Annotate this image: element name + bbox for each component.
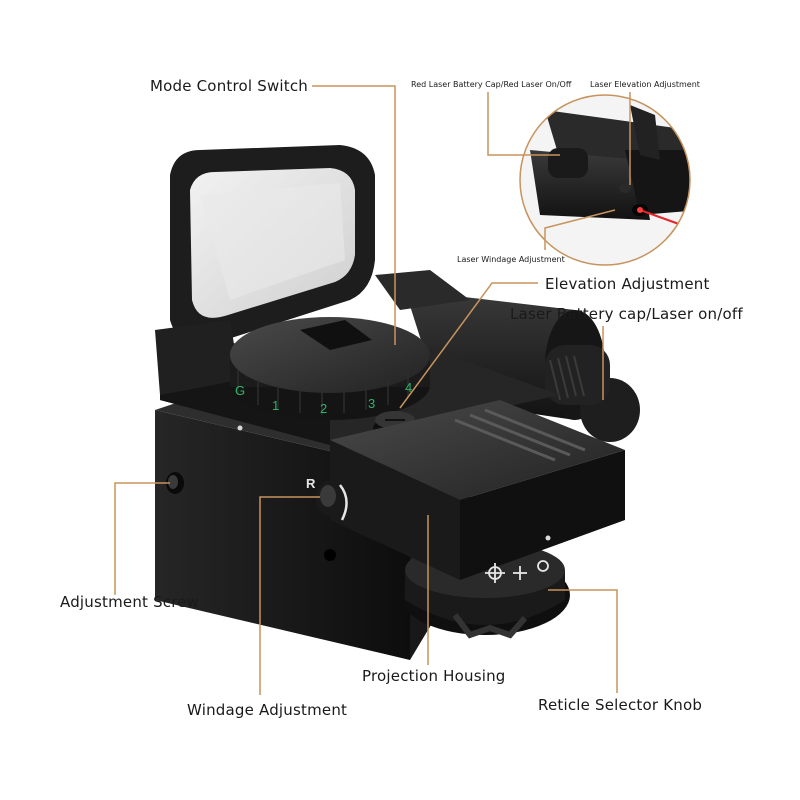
knob-letter: R [306, 476, 316, 491]
dial-number-3: 3 [368, 396, 375, 411]
dial-number-2: 2 [320, 401, 327, 416]
adjustment-screw [166, 472, 184, 494]
hood-frame [155, 145, 375, 395]
label-mode-control-switch: Mode Control Switch [150, 77, 309, 95]
dial-numbers: G 1 2 3 4 [235, 380, 412, 416]
label-elevation-adjustment: Elevation Adjustment [545, 275, 710, 293]
label-laser-elevation-adjustment: Laser Elevation Adjustment [590, 80, 700, 89]
dial-number-g: G [235, 383, 245, 398]
label-adjustment-screw: Adjustment Screw [60, 593, 200, 611]
laser-closeup-inset [519, 94, 691, 266]
windage-screw [316, 480, 348, 521]
mode-dial [230, 317, 430, 420]
dial-number-1: 1 [272, 398, 279, 413]
label-projection-housing: Projection Housing [362, 667, 506, 685]
label-laser-windage-adjustment: Laser Windage Adjustment [457, 255, 565, 264]
label-reticle-selector-knob: Reticle Selector Knob [538, 696, 703, 714]
leader-lines [114, 85, 631, 695]
label-laser-battery-cap: Laser Battery cap/Laser on/off [510, 305, 743, 323]
label-red-laser-battery-cap: Red Laser Battery Cap/Red Laser On/Off [411, 80, 572, 89]
dial-number-4: 4 [405, 380, 412, 395]
reticle-icons [485, 560, 549, 583]
label-windage-adjustment: Windage Adjustment [187, 701, 348, 719]
